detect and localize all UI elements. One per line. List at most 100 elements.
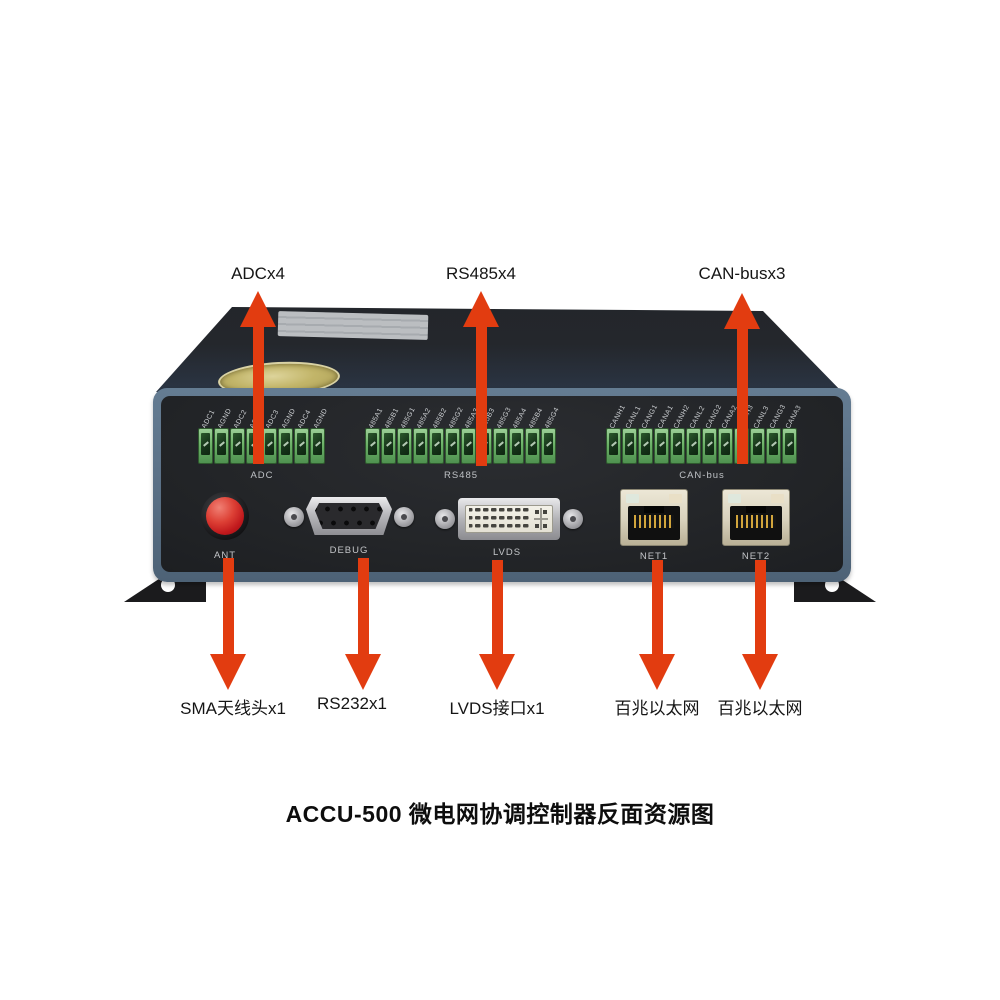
terminal-pin bbox=[541, 428, 556, 464]
pin-label: AGND bbox=[310, 392, 329, 430]
arrow-shaft bbox=[252, 327, 264, 464]
lvds-pin-field bbox=[465, 505, 553, 533]
terminal-pin bbox=[638, 428, 653, 464]
pin-label: CANG2 bbox=[702, 392, 723, 430]
net1-label: NET1 bbox=[639, 551, 669, 562]
annotation-ethernet-2: 百兆以太网 bbox=[717, 699, 803, 718]
net2-label: NET2 bbox=[741, 551, 771, 562]
terminal-pin bbox=[493, 428, 508, 464]
arrow-head-icon bbox=[463, 291, 499, 327]
terminal-pin bbox=[365, 428, 380, 464]
terminal-pin bbox=[381, 428, 396, 464]
led-window-icon bbox=[728, 494, 741, 503]
terminal-pin bbox=[214, 428, 229, 464]
lvds-pin-grid bbox=[469, 507, 548, 531]
group-label-canbus: CAN-bus bbox=[679, 470, 725, 481]
terminal-pin bbox=[294, 428, 309, 464]
annotation-adcx4: ADCx4 bbox=[231, 264, 285, 283]
arrow-shaft bbox=[736, 329, 748, 464]
arrow-up-adc-icon bbox=[240, 291, 276, 464]
pin-label: 485A4 bbox=[509, 392, 529, 430]
debug-label: DEBUG bbox=[329, 545, 369, 556]
annotation-lvds: LVDS接口x1 bbox=[449, 699, 545, 718]
rj45-tab bbox=[746, 506, 766, 513]
annotation-rs232: RS232x1 bbox=[317, 694, 387, 713]
arrow-up-rs485-icon bbox=[463, 291, 499, 466]
arrow-down-lvds-icon bbox=[479, 560, 515, 690]
arrow-head-icon bbox=[742, 654, 778, 690]
annotation-ethernet-1: 百兆以太网 bbox=[614, 699, 700, 718]
screw-icon bbox=[563, 509, 583, 529]
lvds-port bbox=[458, 498, 560, 540]
arrow-shaft bbox=[357, 558, 369, 654]
terminal-pin bbox=[670, 428, 685, 464]
arrow-head-icon bbox=[345, 654, 381, 690]
rj45-gold-pins bbox=[634, 515, 674, 528]
rj45-tab bbox=[644, 506, 664, 513]
lvds-label: LVDS bbox=[492, 547, 522, 558]
terminal-pin bbox=[606, 428, 621, 464]
pin-label: ADC4 bbox=[294, 392, 313, 430]
terminal-pin bbox=[654, 428, 669, 464]
arrow-shaft bbox=[475, 327, 487, 466]
terminal-pin bbox=[525, 428, 540, 464]
arrow-head-icon bbox=[240, 291, 276, 327]
terminal-pin bbox=[230, 428, 245, 464]
terminal-pin bbox=[686, 428, 701, 464]
arrow-head-icon bbox=[724, 293, 760, 329]
led-window-icon bbox=[771, 494, 784, 503]
terminal-pin bbox=[198, 428, 213, 464]
pin-label: 485G1 bbox=[397, 392, 417, 430]
pin-label: 485A1 bbox=[365, 392, 385, 430]
db9-pin-field bbox=[315, 503, 383, 529]
device-front-panel bbox=[153, 388, 851, 582]
rj45-socket bbox=[628, 506, 680, 540]
arrow-shaft bbox=[222, 558, 234, 654]
annotation-sma: SMA天线头x1 bbox=[180, 699, 286, 718]
terminal-pin bbox=[702, 428, 717, 464]
arrow-shaft bbox=[491, 560, 503, 654]
pin-label: AGND bbox=[214, 392, 233, 430]
arrow-shaft bbox=[651, 560, 663, 654]
pin-label: 485B4 bbox=[525, 392, 545, 430]
pin-label: CANH1 bbox=[606, 392, 627, 430]
sma-antenna-connector bbox=[201, 492, 249, 540]
pin-label: 485B2 bbox=[429, 392, 449, 430]
pin-label: CANG1 bbox=[638, 392, 659, 430]
terminal-pin bbox=[310, 428, 325, 464]
rj45-gold-pins bbox=[736, 515, 776, 528]
arrow-head-icon bbox=[479, 654, 515, 690]
terminal-pin bbox=[509, 428, 524, 464]
figure-caption: ACCU-500 微电网协调控制器反面资源图 bbox=[285, 801, 715, 827]
pin-label: 485G4 bbox=[541, 392, 561, 430]
terminal-pin bbox=[445, 428, 460, 464]
pin-label: AGND bbox=[278, 392, 297, 430]
terminal-pin bbox=[429, 428, 444, 464]
arrow-down-net2-icon bbox=[742, 560, 778, 690]
annotation-rs485x4: RS485x4 bbox=[446, 264, 516, 283]
pin-label: CANH2 bbox=[670, 392, 691, 430]
terminal-block-canbus bbox=[606, 428, 798, 464]
ant-label: ANT bbox=[214, 550, 236, 561]
arrow-shaft bbox=[754, 560, 766, 654]
pin-label: CANG3 bbox=[766, 392, 787, 430]
terminal-pin bbox=[718, 428, 733, 464]
pin-label: CANA3 bbox=[782, 392, 803, 430]
group-label-adc: ADC bbox=[250, 470, 274, 481]
terminal-pin bbox=[782, 428, 797, 464]
pin-label: CANL2 bbox=[686, 392, 707, 430]
terminal-block-rs485 bbox=[365, 428, 557, 464]
pin-label: CANA1 bbox=[654, 392, 675, 430]
arrow-down-net1-icon bbox=[639, 560, 675, 690]
arrow-up-canbus-icon bbox=[724, 293, 760, 464]
arrow-down-ant-icon bbox=[210, 558, 246, 690]
terminal-pin bbox=[278, 428, 293, 464]
led-window-icon bbox=[626, 494, 639, 503]
terminal-pin bbox=[750, 428, 765, 464]
